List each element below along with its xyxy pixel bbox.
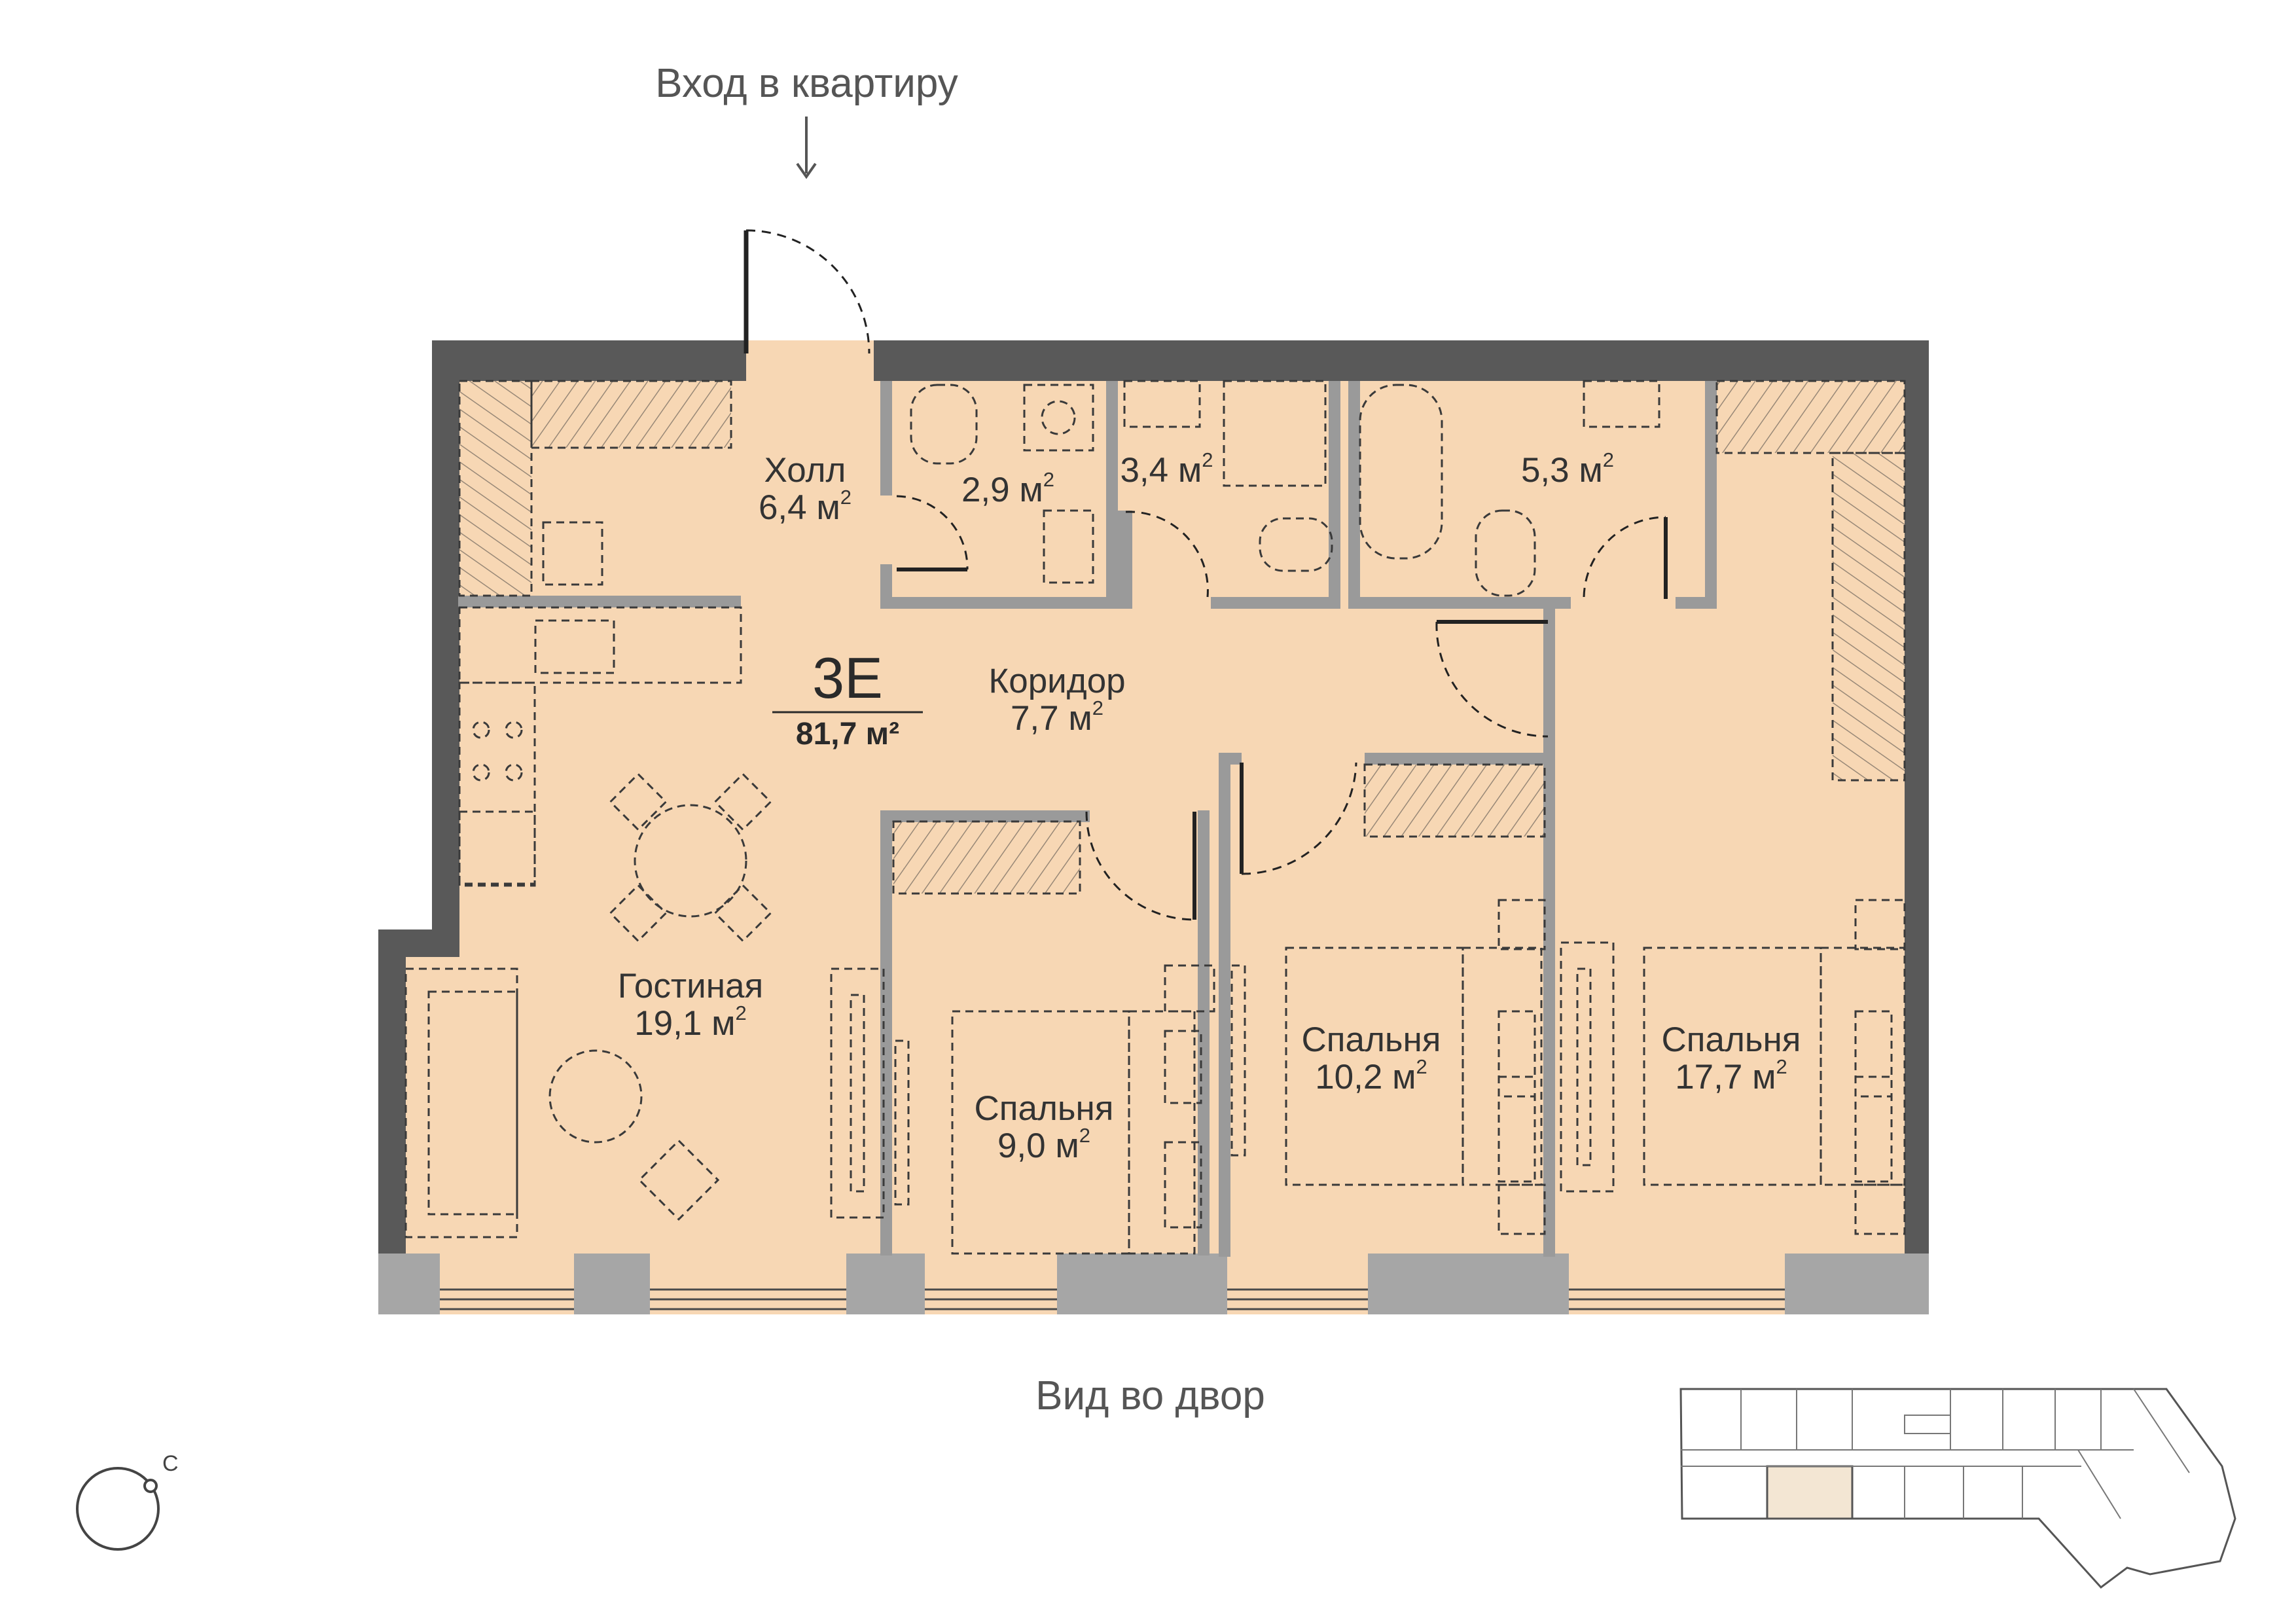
apartment-area: 81,7 м² xyxy=(795,717,900,751)
apartment-code: 3Е xyxy=(812,645,883,710)
room-corridor: Коридор 7,7 м2 xyxy=(952,662,1162,738)
compass-icon xyxy=(76,1467,160,1551)
entrance-label: Вход в квартиру xyxy=(655,61,958,106)
room-wc: 2,9 м2 xyxy=(942,468,1073,509)
room-name: Спальня xyxy=(974,1089,1114,1128)
room-hall: Холл 6,4 м2 xyxy=(726,451,884,528)
room-living: Гостиная 19,1 м2 xyxy=(592,967,789,1043)
room-bedroom-3: Спальня 17,7 м2 xyxy=(1643,1021,1820,1096)
room-area: 5,3 м2 xyxy=(1520,448,1615,490)
window-wall xyxy=(378,1254,1929,1314)
furniture xyxy=(404,380,1906,1255)
room-bathroom-large: 5,3 м2 xyxy=(1496,448,1640,490)
keyplan-thumbnail xyxy=(1679,1388,2236,1589)
room-area: 3,4 м2 xyxy=(1120,448,1213,490)
room-bedroom-2: Спальня 10,2 м2 xyxy=(1283,1021,1460,1096)
interior-walls xyxy=(458,381,1717,1257)
room-bathroom-small: 3,4 м2 xyxy=(1106,448,1227,490)
room-area: 19,1 м2 xyxy=(634,1001,747,1043)
apartment-floor xyxy=(378,340,1928,1257)
room-name: Спальня xyxy=(1661,1020,1801,1059)
room-name: Гостиная xyxy=(617,967,764,1005)
room-area: 9,0 м2 xyxy=(997,1124,1091,1166)
room-area: 10,2 м2 xyxy=(1315,1055,1427,1097)
room-name: Коридор xyxy=(988,662,1126,700)
view-label: Вид во двор xyxy=(1035,1373,1265,1418)
room-area: 17,7 м2 xyxy=(1675,1055,1787,1097)
room-name: Спальня xyxy=(1301,1020,1441,1059)
compass-letter: С xyxy=(162,1451,179,1476)
outer-walls xyxy=(378,340,1929,1257)
entrance-arrow-icon xyxy=(796,117,817,179)
room-bedroom-1: Спальня 9,0 м2 xyxy=(956,1089,1132,1166)
room-area: 7,7 м2 xyxy=(1010,696,1104,738)
doors xyxy=(744,229,1668,921)
room-area: 6,4 м2 xyxy=(758,486,852,528)
room-name: Холл xyxy=(764,451,846,490)
room-area: 2,9 м2 xyxy=(961,468,1055,509)
